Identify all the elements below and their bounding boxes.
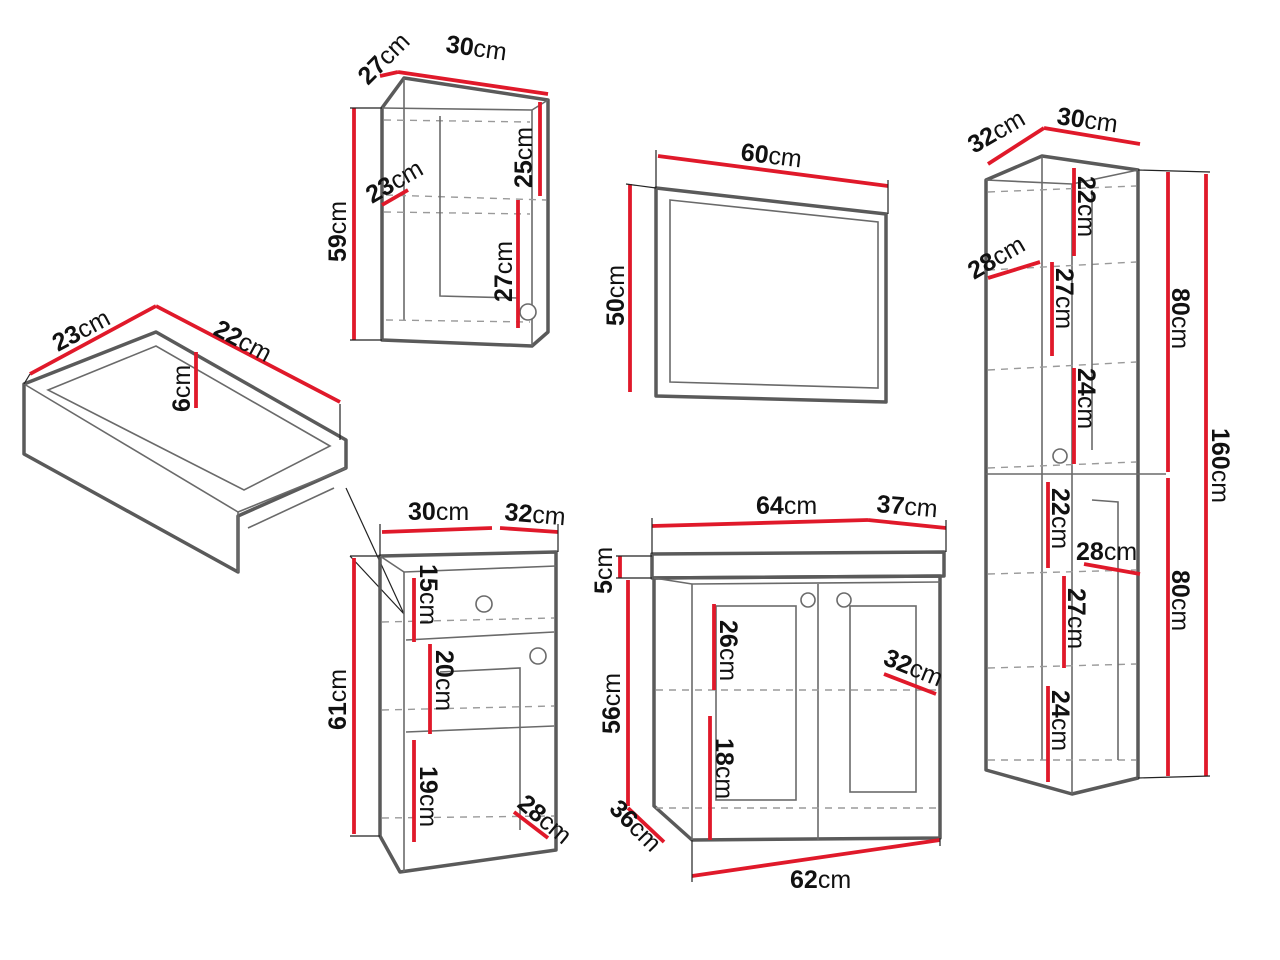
svg-text:61cm: 61cm xyxy=(324,669,352,730)
svg-text:59cm: 59cm xyxy=(324,201,352,262)
tall-cabinet-space-5-label: 27cm xyxy=(1062,588,1090,649)
drawer-inner-depth-label: 23cm xyxy=(48,304,115,357)
svg-text:80cm: 80cm xyxy=(1166,570,1194,631)
vanity-top-width-label: 64cm xyxy=(756,492,817,520)
svg-text:24cm: 24cm xyxy=(1072,368,1100,429)
svg-text:27cm: 27cm xyxy=(1050,268,1078,329)
mirror: 60cm 50cm xyxy=(602,138,889,404)
svg-text:23cm: 23cm xyxy=(48,304,115,357)
vanity-lower-space-label: 18cm xyxy=(710,738,738,799)
tall-cabinet-space-2-label: 27cm xyxy=(1050,268,1078,329)
drawer-inner-height-label: 6cm xyxy=(168,365,196,412)
vanity-upper-space-label: 26cm xyxy=(714,620,742,681)
tall-cabinet-space-3-label: 24cm xyxy=(1072,368,1100,429)
svg-text:30cm: 30cm xyxy=(444,30,508,66)
svg-text:25cm: 25cm xyxy=(510,127,538,188)
svg-text:32cm: 32cm xyxy=(963,104,1030,159)
mirror-width-label: 60cm xyxy=(739,138,803,173)
svg-text:22cm: 22cm xyxy=(1072,176,1100,237)
tall-cabinet-width-label: 30cm xyxy=(1055,102,1119,138)
svg-text:50cm: 50cm xyxy=(602,265,630,326)
svg-text:15cm: 15cm xyxy=(414,564,442,625)
svg-text:5cm: 5cm xyxy=(590,547,618,594)
svg-text:30cm: 30cm xyxy=(408,498,469,526)
wall-cabinet-width-label: 30cm xyxy=(444,30,508,66)
small-cabinet-height-label: 61cm xyxy=(324,669,352,730)
wall-cabinet-depth-label: 27cm xyxy=(352,27,415,90)
tall-cabinet-lower-height-label: 80cm xyxy=(1166,570,1194,631)
tall-cabinet-total-height-label: 160cm xyxy=(1206,428,1234,503)
small-cabinet-upper-space-label: 20cm xyxy=(430,650,458,711)
drawer-inner-width-label: 22cm xyxy=(209,315,276,368)
vanity-cabinet: 64cm 37cm 5cm 56cm 36cm 62cm 26cm 18cm 3… xyxy=(590,490,947,894)
mirror-height-label: 50cm xyxy=(602,265,630,326)
svg-text:37cm: 37cm xyxy=(875,490,938,523)
svg-text:160cm: 160cm xyxy=(1206,428,1234,503)
svg-text:62cm: 62cm xyxy=(790,866,851,894)
svg-text:30cm: 30cm xyxy=(1055,102,1119,138)
tall-cabinet-space-6-label: 24cm xyxy=(1046,690,1074,751)
svg-text:56cm: 56cm xyxy=(598,673,626,734)
svg-text:18cm: 18cm xyxy=(710,738,738,799)
svg-text:36cm: 36cm xyxy=(604,794,667,857)
tall-cabinet: 32cm 30cm 160cm 80cm 80cm 28cm 28cm 22cm… xyxy=(963,102,1234,796)
small-cabinet: 30cm 32cm 61cm 15cm 20cm 19cm 28cm xyxy=(324,498,577,874)
svg-text:27cm: 27cm xyxy=(490,241,518,302)
svg-text:60cm: 60cm xyxy=(739,138,803,173)
wall-cabinet-shelf-depth-label: 23cm xyxy=(361,154,428,209)
small-cabinet-lower-space-label: 19cm xyxy=(414,766,442,827)
small-cabinet-depth-label: 32cm xyxy=(503,498,566,531)
svg-text:19cm: 19cm xyxy=(414,766,442,827)
svg-text:80cm: 80cm xyxy=(1166,288,1194,349)
vanity-body-width-label: 62cm xyxy=(790,866,851,894)
svg-text:32cm: 32cm xyxy=(503,498,566,531)
tall-cabinet-space-4-label: 22cm xyxy=(1046,488,1074,549)
svg-text:6cm: 6cm xyxy=(168,365,196,412)
tall-cabinet-depth-label: 32cm xyxy=(963,104,1030,159)
svg-text:20cm: 20cm xyxy=(430,650,458,711)
svg-text:27cm: 27cm xyxy=(1062,588,1090,649)
small-cabinet-drawer-space-label: 15cm xyxy=(414,564,442,625)
svg-text:28cm: 28cm xyxy=(1076,538,1137,566)
tall-cabinet-upper-height-label: 80cm xyxy=(1166,288,1194,349)
svg-text:26cm: 26cm xyxy=(714,620,742,681)
tall-cabinet-space-1-label: 22cm xyxy=(1072,176,1100,237)
svg-text:64cm: 64cm xyxy=(756,492,817,520)
svg-text:22cm: 22cm xyxy=(209,315,276,368)
vanity-top-depth-label: 37cm xyxy=(875,490,938,523)
vanity-top-thickness-label: 5cm xyxy=(590,547,618,594)
wall-cabinet-upper-space-label: 25cm xyxy=(510,127,538,188)
vanity-body-depth-label: 36cm xyxy=(604,794,667,857)
svg-text:24cm: 24cm xyxy=(1046,690,1074,751)
wall-cabinet-height-label: 59cm xyxy=(324,201,352,262)
wall-cabinet-lower-space-label: 27cm xyxy=(490,241,518,302)
tall-cabinet-shelf-depth-lower-label: 28cm xyxy=(1076,538,1137,566)
svg-text:27cm: 27cm xyxy=(352,27,415,90)
drawer: 23cm 22cm 6cm xyxy=(22,304,405,615)
vanity-body-height-label: 56cm xyxy=(598,673,626,734)
svg-text:22cm: 22cm xyxy=(1046,488,1074,549)
small-cabinet-width-label: 30cm xyxy=(408,498,469,526)
svg-text:23cm: 23cm xyxy=(361,154,428,209)
wall-cabinet: 30cm 27cm 59cm 23cm 25cm 27cm xyxy=(324,27,550,348)
